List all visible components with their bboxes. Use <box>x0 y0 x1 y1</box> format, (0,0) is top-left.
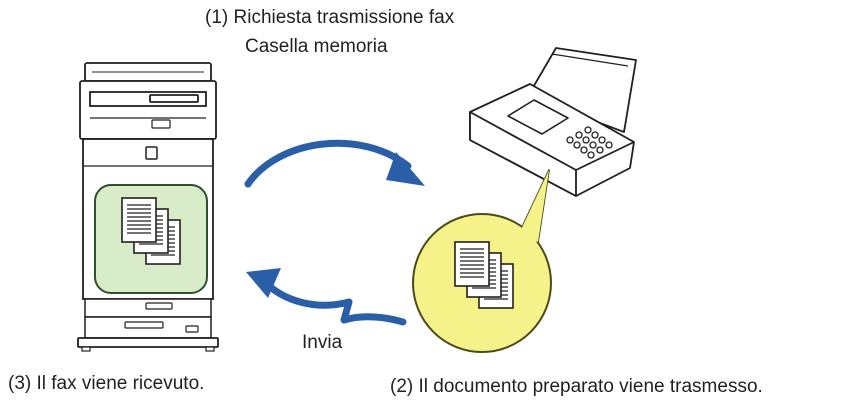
fax-machine-icon <box>469 47 637 197</box>
received-caption: (3) Il fax viene ricevuto. <box>8 373 205 394</box>
send-arrow <box>246 268 407 326</box>
request-label-line1: (1) Richiesta trasmissione fax <box>205 7 455 28</box>
request-arrow <box>244 139 425 188</box>
send-label: Invia <box>302 332 343 353</box>
transmitted-caption: (2) Il documento preparato viene trasmes… <box>390 376 763 397</box>
request-label-line2: Casella memoria <box>245 36 388 57</box>
